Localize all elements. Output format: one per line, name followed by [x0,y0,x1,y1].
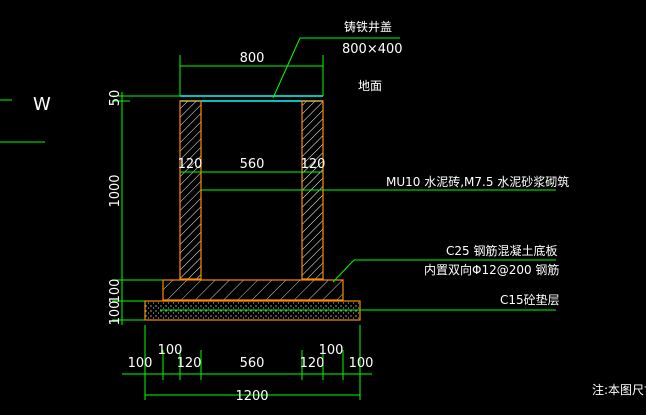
dim-b-560: 560 [240,356,265,371]
label-wall-spec: MU10 水泥砖,M7.5 水泥砂浆砌筑 [386,174,569,189]
dim-b-1200: 1200 [235,389,268,404]
vertical-dimension: 50 1000 100 100 [108,90,180,326]
label-cover-size: 800×400 [342,42,403,57]
dim-inner-120-left: 120 [178,157,203,172]
top-dimension: 800 [179,51,324,96]
dim-b-100-right: 100 [349,356,374,371]
dim-v-50: 50 [108,90,123,107]
bottom-dimension: 100 100 120 560 120 100 100 1200 [122,325,373,404]
dim-b-100-left: 100 [128,356,153,371]
north-indicator: W [0,94,51,143]
wall-left [179,100,202,280]
dim-inner-560: 560 [240,157,265,172]
dim-v-cushion-100: 100 [108,301,123,326]
label-slab-rebar: 内置双向Φ12@200 钢筋 [424,262,559,277]
label-slab-spec: C25 钢筋混凝土底板 [446,243,557,258]
dim-b-120-right: 120 [300,356,325,371]
dim-b-120-left: 120 [177,356,202,371]
dim-b-100-left-upper: 100 [158,343,183,358]
north-letter: W [33,94,51,115]
label-note: 注:本图尺寸 [592,382,646,397]
label-cover-title: 铸铁井盖 [344,19,392,34]
concrete-slab [162,279,344,301]
dim-inner-120-right: 120 [301,157,326,172]
label-ground: 地面 [358,79,382,93]
leader-cover [272,37,301,99]
dim-v-slab-100: 100 [108,279,123,304]
dim-v-1000: 1000 [108,174,123,207]
dim-b-100-right-upper: 100 [319,343,344,358]
label-cushion-spec: C15砼垫层 [500,292,560,307]
annotations: 铸铁井盖 800×400 地面 MU10 水泥砖,M7.5 水泥砂浆砌筑 C25… [160,19,646,397]
dim-top-800: 800 [240,51,265,66]
inner-dimension: 120 560 120 [178,157,326,173]
leader-slab [332,259,355,283]
manhole-cover [180,95,323,102]
